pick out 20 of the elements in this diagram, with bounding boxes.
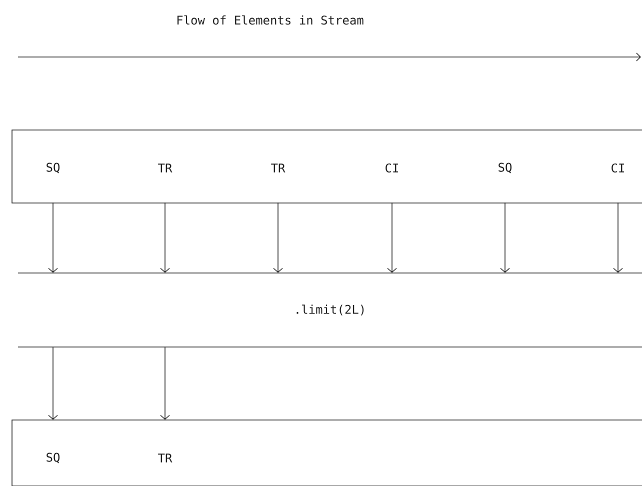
stream-box: [12, 420, 642, 486]
stream-box: [12, 130, 642, 204]
element-label: CI: [386, 163, 398, 173]
arrow: [48, 346, 58, 420]
arrow: [273, 202, 283, 273]
arrow: [613, 202, 623, 273]
element-label: SQ: [498, 162, 512, 174]
element-label: TR: [271, 164, 286, 172]
element-label: SQ: [46, 452, 60, 464]
arrow: [160, 346, 170, 420]
element-label: SQ: [46, 162, 60, 174]
title: Flow of Elements in Stream: [177, 15, 364, 25]
element-label: TR: [158, 454, 172, 462]
arrow: [160, 202, 170, 273]
arrow: [48, 202, 58, 273]
element-label: TR: [158, 164, 172, 172]
arrow: [387, 202, 397, 273]
element-label: CI: [612, 163, 624, 173]
arrow: [500, 202, 510, 273]
operation-band: .limit(2L): [18, 272, 642, 348]
